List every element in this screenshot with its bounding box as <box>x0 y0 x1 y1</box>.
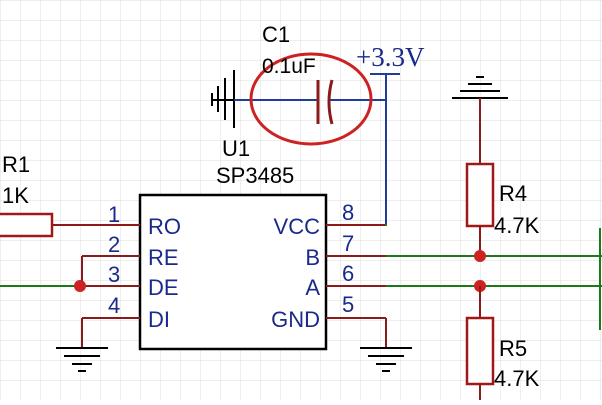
r1-designator: R1 <box>2 152 30 177</box>
junction-dot-icon <box>474 250 486 262</box>
pin-name-di: DI <box>148 307 170 332</box>
pin-number-8: 8 <box>342 200 354 225</box>
di-ground-net <box>56 318 108 372</box>
capacitor-value: 0.1uF <box>262 55 316 78</box>
r4-value: 4.7K <box>494 213 540 238</box>
r5-designator: R5 <box>499 336 527 361</box>
capacitor-icon <box>316 79 334 125</box>
gnd-pin-net <box>360 318 412 372</box>
re-de-net <box>0 256 86 292</box>
ground-icon <box>360 347 412 372</box>
junction-dot-icon <box>74 280 86 292</box>
pin-number-1: 1 <box>108 202 120 227</box>
pin-number-5: 5 <box>342 292 354 317</box>
pin-number-6: 6 <box>342 261 354 286</box>
pin-number-4: 4 <box>108 293 120 318</box>
chip-designator: U1 <box>222 136 250 161</box>
resistor-icon <box>465 162 495 228</box>
r1-value: 1K <box>2 183 29 208</box>
pin-name-de: DE <box>148 275 179 300</box>
pin-name-b: B <box>305 245 320 270</box>
pin-name-vcc: VCC <box>274 214 321 239</box>
pin-name-a: A <box>305 275 320 300</box>
pin-number-3: 3 <box>108 262 120 287</box>
resistor-r5[interactable]: R5 4.7K <box>465 280 540 400</box>
power-label: +3.3V <box>356 42 425 72</box>
resistor-r1[interactable]: R1 1K <box>0 152 82 238</box>
ground-icon <box>56 347 108 372</box>
pin-name-ro: RO <box>148 214 181 239</box>
highlight-circle <box>249 52 373 146</box>
resistor-icon <box>0 212 54 238</box>
resistor-r4[interactable]: R4 4.7K <box>452 76 540 262</box>
power-symbol <box>370 73 400 224</box>
capacitor-designator: C1 <box>262 22 290 47</box>
chip-part-number: SP3485 <box>216 163 294 188</box>
pin-number-2: 2 <box>108 232 120 257</box>
pin-number-7: 7 <box>342 231 354 256</box>
r4-designator: R4 <box>499 181 527 206</box>
r5-value: 4.7K <box>494 366 540 391</box>
chip-body[interactable] <box>138 193 328 351</box>
capacitor-c1[interactable]: C1 0.1uF +3.3V <box>211 22 425 224</box>
chip-right-pins <box>326 224 386 319</box>
pin-name-re: RE <box>148 245 179 270</box>
pin-name-gnd: GND <box>271 307 320 332</box>
resistor-icon <box>465 316 495 386</box>
chip-left-pins <box>82 224 140 319</box>
